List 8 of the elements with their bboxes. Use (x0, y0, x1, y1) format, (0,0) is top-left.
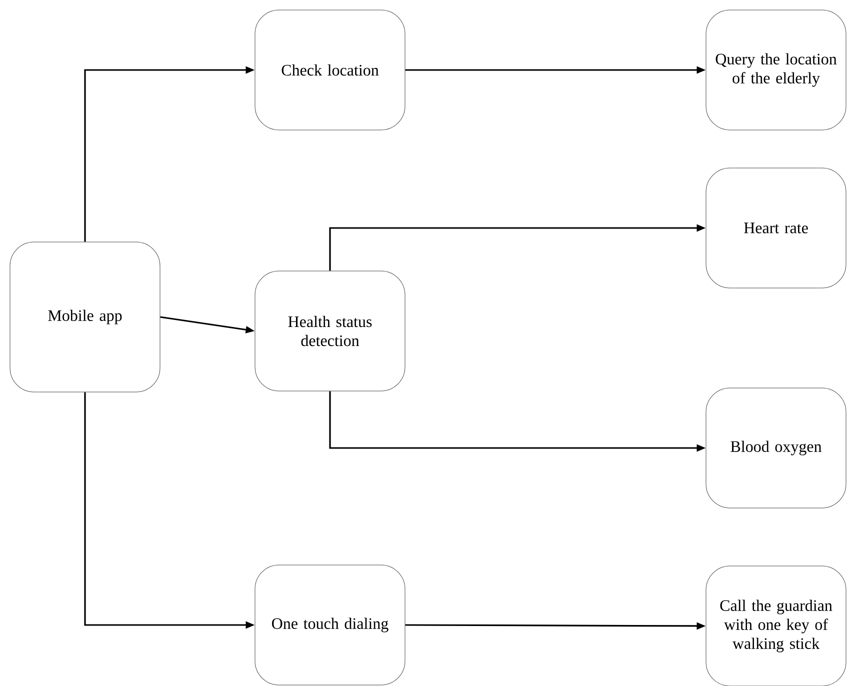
process-box: Heart rate (706, 168, 846, 288)
process-box: Check location (254, 10, 406, 130)
process-box: One touch dialing (254, 564, 406, 686)
process-box: Health status detection (254, 270, 406, 392)
process-box: Call the guardian with one key of walking stick (706, 566, 846, 686)
process-box: Query the location of the elderly (706, 10, 846, 130)
process-box: Mobile app (10, 242, 160, 392)
process-box: Blood oxygen (706, 388, 846, 508)
